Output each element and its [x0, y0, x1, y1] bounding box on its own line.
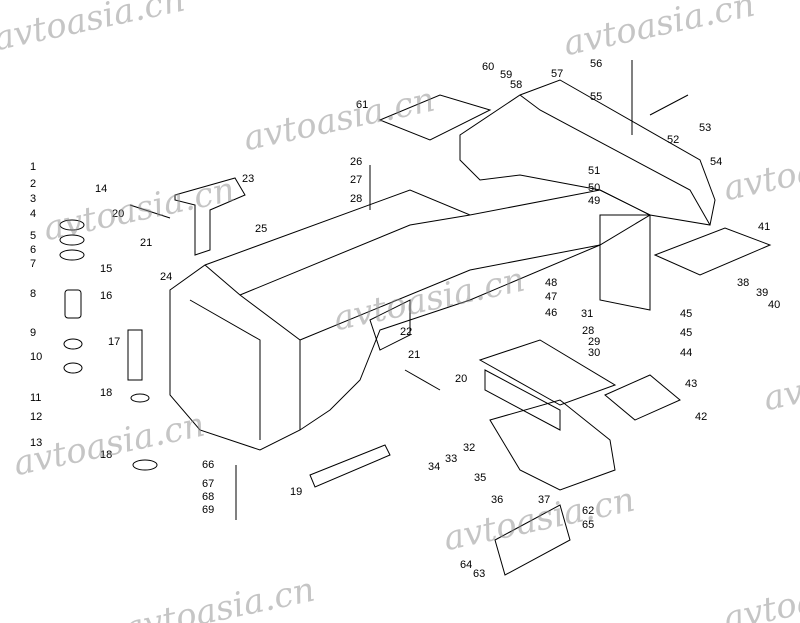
part-label-41: 41: [758, 221, 770, 233]
part-label-55: 55: [590, 91, 602, 103]
part-label-54: 54: [710, 156, 722, 168]
part-label-43: 43: [685, 378, 697, 390]
part-label-61: 61: [356, 99, 368, 111]
part-label-9: 9: [30, 327, 36, 339]
part-label-38: 38: [737, 277, 749, 289]
part-label-52: 52: [667, 134, 679, 146]
part-label-22: 22: [400, 326, 412, 338]
part-label-39: 39: [756, 287, 768, 299]
part-label-46: 46: [545, 307, 557, 319]
part-label-50: 50: [588, 182, 600, 194]
part-label-3: 3: [30, 193, 36, 205]
part-label-28: 28: [350, 193, 362, 205]
part-label-32: 32: [463, 442, 475, 454]
part-label-29: 29: [588, 336, 600, 348]
part-label-62: 62: [582, 505, 594, 517]
part-label-60: 60: [482, 61, 494, 73]
part-label-20: 20: [455, 373, 467, 385]
part-label-2: 2: [30, 178, 36, 190]
part-label-20: 20: [112, 208, 124, 220]
part-label-21: 21: [408, 349, 420, 361]
part-label-11: 11: [30, 392, 41, 404]
part-label-23: 23: [242, 173, 254, 185]
part-label-34: 34: [428, 461, 440, 473]
part-label-6: 6: [30, 244, 36, 256]
part-label-25: 25: [255, 223, 267, 235]
part-label-21: 21: [140, 237, 152, 249]
part-label-36: 36: [491, 494, 503, 506]
part-label-51: 51: [588, 165, 600, 177]
frame-linework: [59, 60, 772, 576]
part-labels: 1234567891011121314151617181819202021212…: [30, 58, 780, 580]
part-label-17: 17: [108, 336, 120, 348]
part-label-42: 42: [695, 411, 707, 423]
part-label-26: 26: [350, 156, 362, 168]
part-label-45: 45: [680, 327, 692, 339]
part-label-15: 15: [100, 263, 112, 275]
part-label-1: 1: [30, 161, 36, 173]
part-label-67: 67: [202, 478, 214, 490]
part-label-37: 37: [538, 494, 550, 506]
part-label-59: 59: [500, 69, 512, 81]
part-label-13: 13: [30, 437, 42, 449]
part-label-33: 33: [445, 453, 457, 465]
part-label-49: 49: [588, 195, 600, 207]
part-label-63: 63: [473, 568, 485, 580]
part-label-30: 30: [588, 347, 600, 359]
part-label-48: 48: [545, 277, 557, 289]
part-label-10: 10: [30, 351, 42, 363]
part-label-7: 7: [30, 258, 36, 270]
part-label-18: 18: [100, 387, 112, 399]
part-label-31: 31: [581, 308, 593, 320]
part-label-4: 4: [30, 208, 36, 220]
part-label-57: 57: [551, 68, 563, 80]
part-label-27: 27: [350, 174, 362, 186]
part-label-69: 69: [202, 504, 214, 516]
part-label-18: 18: [100, 449, 112, 461]
part-label-58: 58: [510, 79, 522, 91]
part-label-64: 64: [460, 559, 472, 571]
part-label-45: 45: [680, 308, 692, 320]
part-label-28: 28: [582, 325, 594, 337]
part-label-66: 66: [202, 459, 214, 471]
part-label-14: 14: [95, 183, 107, 195]
part-label-65: 65: [582, 519, 594, 531]
part-label-53: 53: [699, 122, 711, 134]
part-label-24: 24: [160, 271, 172, 283]
part-label-19: 19: [290, 486, 302, 498]
part-label-47: 47: [545, 291, 557, 303]
part-label-40: 40: [768, 299, 780, 311]
part-label-16: 16: [100, 290, 112, 302]
part-label-35: 35: [474, 472, 486, 484]
part-label-8: 8: [30, 288, 36, 300]
part-label-68: 68: [202, 491, 214, 503]
part-label-5: 5: [30, 230, 36, 242]
part-label-44: 44: [680, 347, 692, 359]
part-label-56: 56: [590, 58, 602, 70]
part-label-12: 12: [30, 411, 42, 423]
